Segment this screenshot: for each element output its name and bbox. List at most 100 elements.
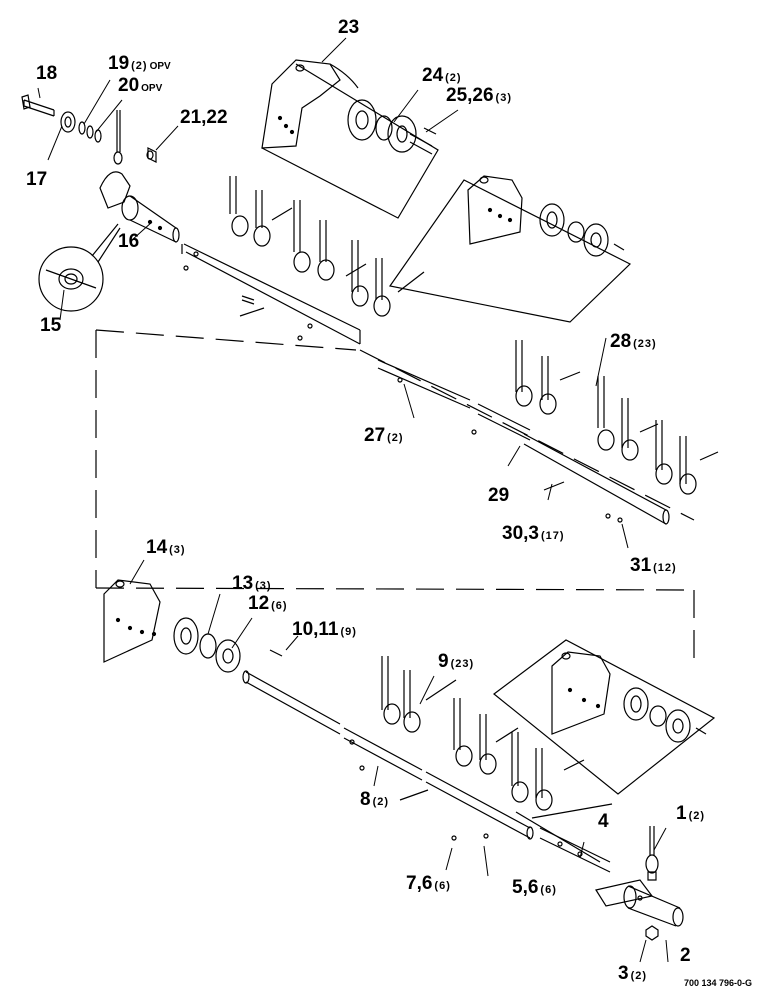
tube-29 xyxy=(523,433,667,525)
callout-number: 13 xyxy=(232,573,254,594)
callout-number: 25,26 xyxy=(446,85,494,106)
lower-left-hub-plate xyxy=(103,579,283,673)
callout-number: 29 xyxy=(488,485,510,506)
drawing-number: 700 134 796-0-G xyxy=(683,978,752,988)
tines-middle xyxy=(515,340,697,495)
callout-number: 24 xyxy=(422,65,444,86)
callout-quantity: (2) xyxy=(688,810,706,822)
callout-quantity: (2) xyxy=(131,60,148,72)
callout-quantity: (17) xyxy=(540,530,565,542)
callout-31: 31(12) xyxy=(630,556,677,575)
callout-quantity: (2) xyxy=(372,796,390,808)
bolt-10-11 xyxy=(269,649,283,657)
callout-9: 9(23) xyxy=(438,652,474,671)
callout-8: 8(2) xyxy=(360,790,389,809)
callout-15: 15 xyxy=(40,316,61,335)
callout-quantity: (6) xyxy=(540,884,557,896)
tube-upper-left xyxy=(183,243,361,345)
tube-27 xyxy=(377,359,471,409)
bolt-head-18 xyxy=(21,94,31,110)
callout-3: 3(2) xyxy=(618,964,647,983)
callout-quantity: (2) xyxy=(387,432,404,444)
callout-number: 12 xyxy=(248,593,270,614)
tube-4 xyxy=(539,827,611,873)
shaft-16 xyxy=(129,195,177,243)
callout-4: 4 xyxy=(598,812,609,831)
callout-number: 31 xyxy=(630,555,652,576)
bolt-30-3 xyxy=(543,481,565,491)
callout-7-6: 7,6(6) xyxy=(406,874,451,893)
callout-13: 13(3) xyxy=(232,574,272,593)
callout-19: 19(2)OPV xyxy=(108,54,171,73)
bearing-13 xyxy=(199,633,217,659)
flange-13 xyxy=(173,617,199,655)
callout-25-26: 25,26(3) xyxy=(446,86,512,105)
callout-number: 5,6 xyxy=(512,877,539,898)
callout-quantity: (6) xyxy=(271,600,288,612)
callout-quantity: (3) xyxy=(495,92,512,104)
upper-tine-bar-assembly xyxy=(181,176,425,345)
nut-21-22 xyxy=(147,147,157,163)
callout-number: 4 xyxy=(598,811,609,832)
callout-quantity: (12) xyxy=(653,562,677,574)
bottom-right-fitting-assembly xyxy=(515,803,684,941)
callout-number: 2 xyxy=(680,945,691,966)
tines-upper-left xyxy=(229,176,391,317)
callout-quantity: (23) xyxy=(633,338,657,350)
upper-bearing-bracket-assembly xyxy=(21,94,180,312)
callout-number: 16 xyxy=(118,231,140,252)
callout-10-11: 10,11(9) xyxy=(292,620,357,639)
callout-number: 1 xyxy=(676,803,687,824)
bearing-24 xyxy=(375,115,393,141)
upper-hub-plate-assembly xyxy=(261,59,439,219)
callout-17: 17 xyxy=(26,170,47,189)
callout-29: 29 xyxy=(488,486,509,505)
callout-quantity: (9) xyxy=(340,626,357,638)
callout-note: OPV xyxy=(141,83,163,94)
flange-12 xyxy=(215,639,241,673)
callout-number: 3 xyxy=(618,963,629,984)
middle-right-tine-bar-assembly xyxy=(377,340,719,525)
alignment-dashed-lines xyxy=(95,329,695,670)
callout-16: 16 xyxy=(118,232,139,251)
callout-number: 27 xyxy=(364,425,386,446)
callout-18: 18 xyxy=(36,64,57,83)
bracket-16 xyxy=(99,171,131,209)
leader-lines xyxy=(37,37,669,963)
callout-number: 20 xyxy=(118,75,140,96)
lower-tine-bar-assembly xyxy=(242,656,585,841)
callout-number: 21,22 xyxy=(180,107,228,128)
callout-number: 28 xyxy=(610,331,632,352)
callout-number: 8 xyxy=(360,789,371,810)
right-lower-hub-plate xyxy=(493,639,716,795)
hub-plate-14 xyxy=(103,579,161,663)
grease-tube xyxy=(116,110,121,152)
flange-24 xyxy=(347,99,377,141)
callout-number: 7,6 xyxy=(406,873,433,894)
callout-5-6: 5,6(6) xyxy=(512,878,557,897)
nut-3 xyxy=(645,925,659,941)
tube-8 xyxy=(343,727,423,781)
callout-number: 10,11 xyxy=(292,619,339,640)
callout-number: 18 xyxy=(36,63,58,84)
callout-quantity: (2) xyxy=(445,72,462,84)
callout-28: 28(23) xyxy=(610,332,657,351)
callout-quantity: (23) xyxy=(450,658,475,670)
tines-lower xyxy=(381,656,553,811)
callout-14: 14(3) xyxy=(146,538,186,557)
callout-1: 1(2) xyxy=(676,804,705,823)
callout-12: 12(6) xyxy=(248,594,288,613)
callout-number: 14 xyxy=(146,537,168,558)
callout-quantity: (6) xyxy=(434,880,451,892)
bolt-18 xyxy=(23,99,55,117)
bearing-detail-circle-15 xyxy=(38,246,104,312)
callout-number: 15 xyxy=(40,315,62,336)
callout-30-3: 30,3(17) xyxy=(502,524,565,543)
callout-number: 9 xyxy=(438,651,449,672)
callout-note: OPV xyxy=(149,61,171,72)
callout-quantity: (3) xyxy=(169,544,186,556)
callout-quantity: (3) xyxy=(255,580,272,592)
grease-fitting-1 xyxy=(649,826,655,856)
